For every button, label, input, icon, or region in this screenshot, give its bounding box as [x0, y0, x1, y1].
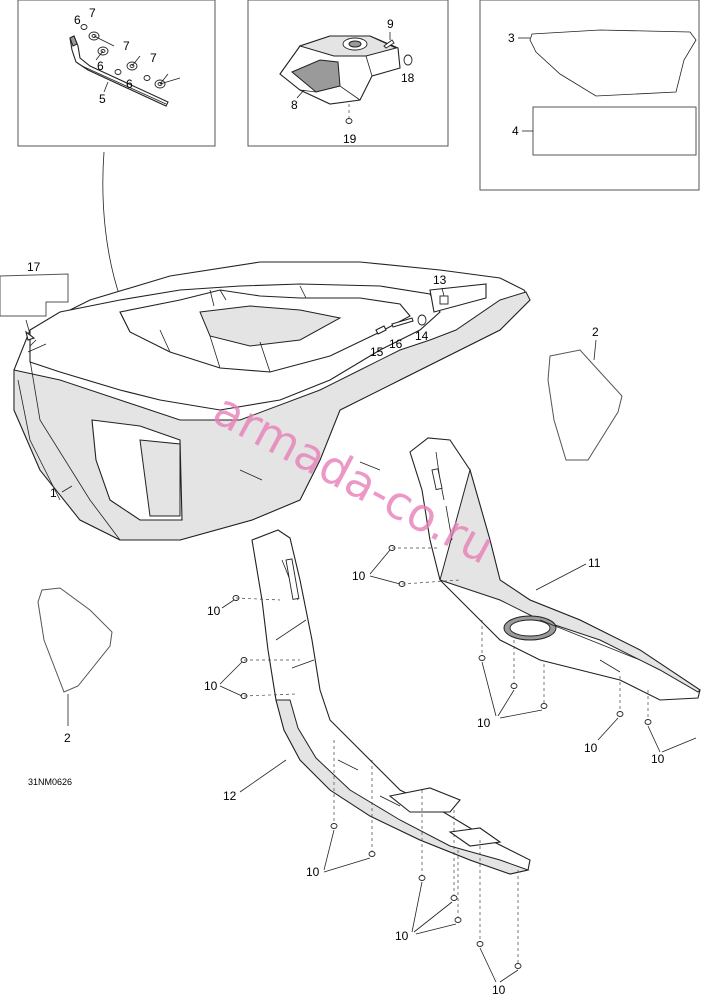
decal-4 — [532, 106, 697, 156]
callout-1: 1 — [50, 486, 57, 500]
callout-14: 14 — [415, 329, 429, 343]
callout-10c: 10 — [204, 679, 218, 693]
figure-code: 31NM0626 — [28, 777, 72, 787]
callout-11: 11 — [588, 556, 601, 570]
callout-10a: 10 — [352, 569, 366, 583]
fastener-19 — [345, 118, 353, 124]
callout-7c: 7 — [150, 51, 157, 65]
callout-19: 19 — [343, 132, 357, 146]
callout-17: 17 — [27, 260, 41, 274]
callout-15: 15 — [370, 345, 384, 359]
fastener-9 — [383, 39, 395, 49]
inset-box-decals — [479, 0, 700, 191]
callout-12: 12 — [223, 789, 237, 803]
callout-5: 5 — [99, 92, 106, 106]
callout-10h: 10 — [395, 929, 409, 943]
callout-13: 13 — [433, 273, 447, 287]
callout-9: 9 — [387, 17, 394, 31]
callout-16: 16 — [389, 337, 403, 351]
fasteners-10 — [232, 545, 652, 969]
callout-18: 18 — [401, 71, 415, 85]
storage-cover — [279, 35, 401, 105]
callout-2a: 2 — [592, 325, 599, 339]
callout-8: 8 — [291, 98, 298, 112]
callout-2b: 2 — [64, 731, 71, 745]
body-shell — [13, 261, 531, 541]
callout-10b: 10 — [207, 604, 221, 618]
fastener-16 — [391, 317, 414, 328]
bracket-assembly — [69, 24, 181, 107]
side-panel-2-left — [37, 587, 113, 693]
callout-6b: 6 — [97, 59, 104, 73]
callout-7b: 7 — [123, 39, 130, 53]
callout-10f: 10 — [651, 752, 665, 766]
callout-7a: 7 — [89, 6, 96, 20]
fastener-18 — [403, 54, 413, 66]
callout-10g: 10 — [306, 865, 320, 879]
decal-3 — [529, 29, 697, 97]
callout-6c: 6 — [126, 77, 133, 91]
panel-17 — [0, 273, 69, 317]
callout-10d: 10 — [477, 716, 491, 730]
floor-panel-12 — [251, 529, 531, 875]
callout-4: 4 — [512, 124, 519, 138]
floor-panel-11 — [409, 437, 701, 701]
callout-10e: 10 — [584, 741, 598, 755]
side-panel-2-right — [547, 349, 623, 461]
fastener-15 — [375, 325, 387, 335]
callout-6a: 6 — [74, 13, 81, 27]
fastener-14 — [417, 314, 427, 326]
callout-3: 3 — [508, 31, 515, 45]
callout-10i: 10 — [492, 983, 506, 997]
